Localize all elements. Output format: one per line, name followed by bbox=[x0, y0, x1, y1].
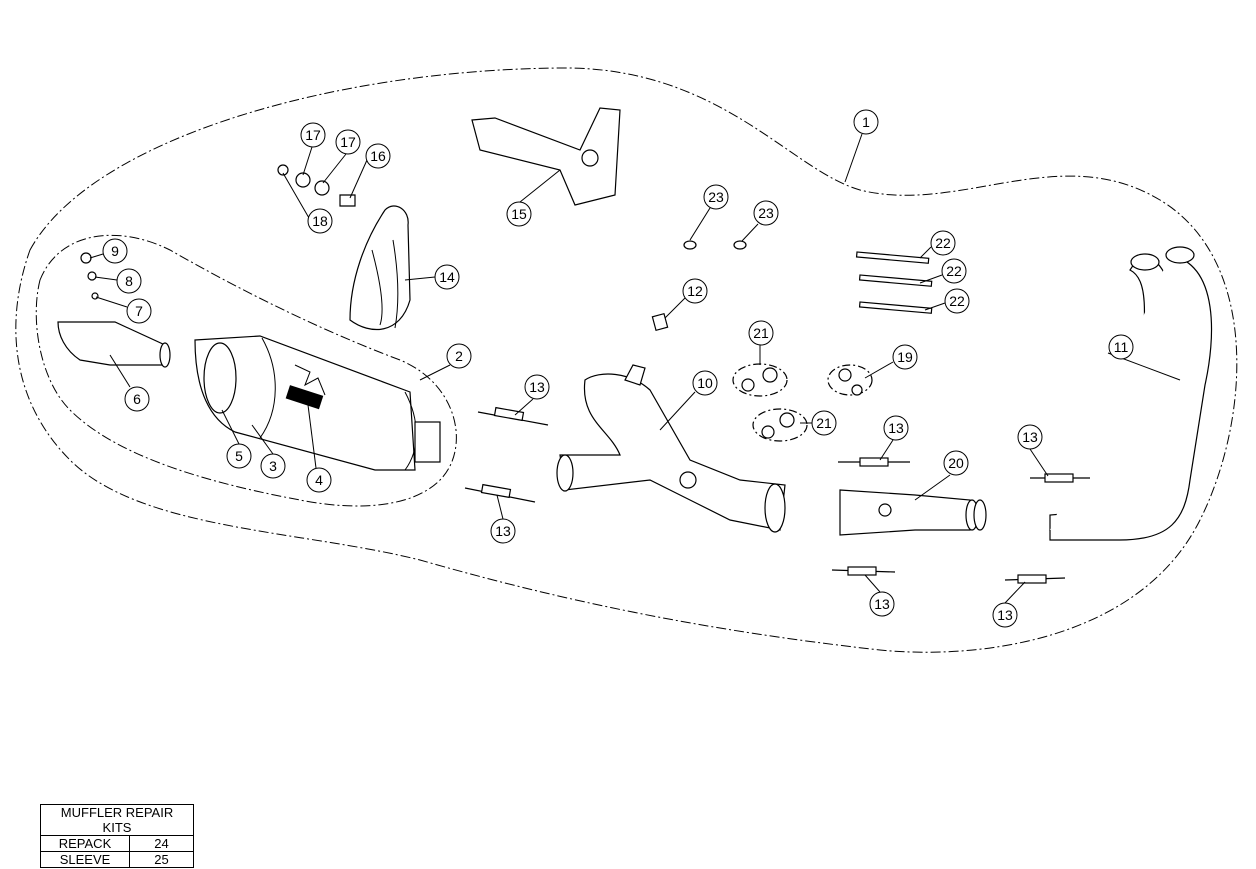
table-row: REPACK 24 bbox=[40, 835, 194, 852]
callout-13: 13 bbox=[869, 591, 895, 617]
nut-8 bbox=[87, 271, 97, 281]
callout-21: 21 bbox=[811, 410, 837, 436]
muffler-body bbox=[194, 335, 441, 471]
end-cap bbox=[57, 321, 171, 368]
svg-text:13: 13 bbox=[874, 596, 890, 612]
link-pipe bbox=[556, 364, 786, 533]
svg-text:12: 12 bbox=[687, 283, 703, 299]
callout-3: 3 bbox=[260, 453, 286, 479]
svg-text:15: 15 bbox=[511, 206, 527, 222]
springs bbox=[464, 406, 1090, 584]
svg-text:13: 13 bbox=[495, 523, 511, 539]
kit-part-number: 25 bbox=[129, 851, 194, 868]
callout-12: 12 bbox=[682, 278, 708, 304]
svg-text:14: 14 bbox=[439, 269, 455, 285]
hanger-bracket bbox=[349, 205, 411, 331]
kits-table-title: MUFFLER REPAIR KITS bbox=[40, 804, 194, 836]
callout-18: 18 bbox=[307, 208, 333, 234]
callout-17: 17 bbox=[300, 122, 326, 148]
kit-name: SLEEVE bbox=[40, 851, 130, 868]
callout-22: 22 bbox=[944, 288, 970, 314]
svg-text:13: 13 bbox=[529, 379, 545, 395]
washer-9 bbox=[80, 252, 92, 264]
mid-pipe bbox=[839, 489, 987, 536]
callout-13: 13 bbox=[992, 602, 1018, 628]
table-row: SLEEVE 25 bbox=[40, 851, 194, 868]
svg-text:9: 9 bbox=[111, 243, 119, 259]
callout-8: 8 bbox=[116, 268, 142, 294]
callout-10: 10 bbox=[692, 370, 718, 396]
svg-text:21: 21 bbox=[816, 415, 832, 431]
muffler-assembly-outline bbox=[35, 234, 457, 507]
svg-text:7: 7 bbox=[135, 303, 143, 319]
svg-text:17: 17 bbox=[340, 134, 356, 150]
svg-text:13: 13 bbox=[888, 420, 904, 436]
svg-text:2: 2 bbox=[455, 348, 463, 364]
muffler-repair-kits-table: MUFFLER REPAIR KITS REPACK 24 SLEEVE 25 bbox=[40, 804, 194, 868]
callout-9: 9 bbox=[102, 238, 128, 264]
callout-17: 17 bbox=[335, 129, 361, 155]
svg-text:23: 23 bbox=[708, 189, 724, 205]
header-pipe bbox=[1049, 246, 1213, 541]
svg-text:3: 3 bbox=[269, 458, 277, 474]
callout-20: 20 bbox=[943, 450, 969, 476]
callout-6: 6 bbox=[124, 386, 150, 412]
svg-text:16: 16 bbox=[370, 148, 386, 164]
callout-7: 7 bbox=[126, 298, 152, 324]
svg-text:5: 5 bbox=[235, 448, 243, 464]
mount-bracket bbox=[471, 107, 621, 206]
oring-7 bbox=[91, 292, 99, 300]
svg-text:23: 23 bbox=[758, 205, 774, 221]
svg-text:4: 4 bbox=[315, 472, 323, 488]
callout-15: 15 bbox=[506, 201, 532, 227]
svg-text:20: 20 bbox=[948, 455, 964, 471]
callout-4: 4 bbox=[306, 467, 332, 493]
svg-text:1: 1 bbox=[862, 114, 870, 130]
callout-5: 5 bbox=[226, 443, 252, 469]
svg-text:11: 11 bbox=[1114, 339, 1129, 355]
svg-text:22: 22 bbox=[949, 293, 965, 309]
svg-text:8: 8 bbox=[125, 273, 133, 289]
callout-22: 22 bbox=[941, 258, 967, 284]
svg-text:10: 10 bbox=[697, 375, 713, 391]
callout-19: 19 bbox=[892, 344, 918, 370]
callout-1: 1 bbox=[853, 109, 879, 135]
leader-lines bbox=[89, 133, 1181, 604]
callout-16: 16 bbox=[365, 143, 391, 169]
svg-text:18: 18 bbox=[312, 213, 328, 229]
callout-23: 23 bbox=[703, 184, 729, 210]
outer-assembly-outline bbox=[15, 67, 1238, 653]
callout-11: 11 bbox=[1108, 334, 1134, 360]
svg-text:13: 13 bbox=[1022, 429, 1038, 445]
svg-text:17: 17 bbox=[305, 127, 321, 143]
kit-name: REPACK bbox=[40, 835, 130, 852]
callout-13: 13 bbox=[524, 374, 550, 400]
callout-13: 13 bbox=[1017, 424, 1043, 450]
svg-text:6: 6 bbox=[133, 391, 141, 407]
svg-text:19: 19 bbox=[897, 349, 913, 365]
callout-13: 13 bbox=[490, 518, 516, 544]
callout-14: 14 bbox=[434, 264, 460, 290]
svg-text:22: 22 bbox=[946, 263, 962, 279]
svg-text:22: 22 bbox=[935, 235, 951, 251]
callout-23: 23 bbox=[753, 200, 779, 226]
callout-22: 22 bbox=[930, 230, 956, 256]
svg-text:21: 21 bbox=[753, 325, 769, 341]
callout-21: 21 bbox=[748, 320, 774, 346]
callout-2: 2 bbox=[446, 343, 472, 369]
kit-part-number: 24 bbox=[129, 835, 194, 852]
svg-text:13: 13 bbox=[997, 607, 1013, 623]
callout-13: 13 bbox=[883, 415, 909, 441]
